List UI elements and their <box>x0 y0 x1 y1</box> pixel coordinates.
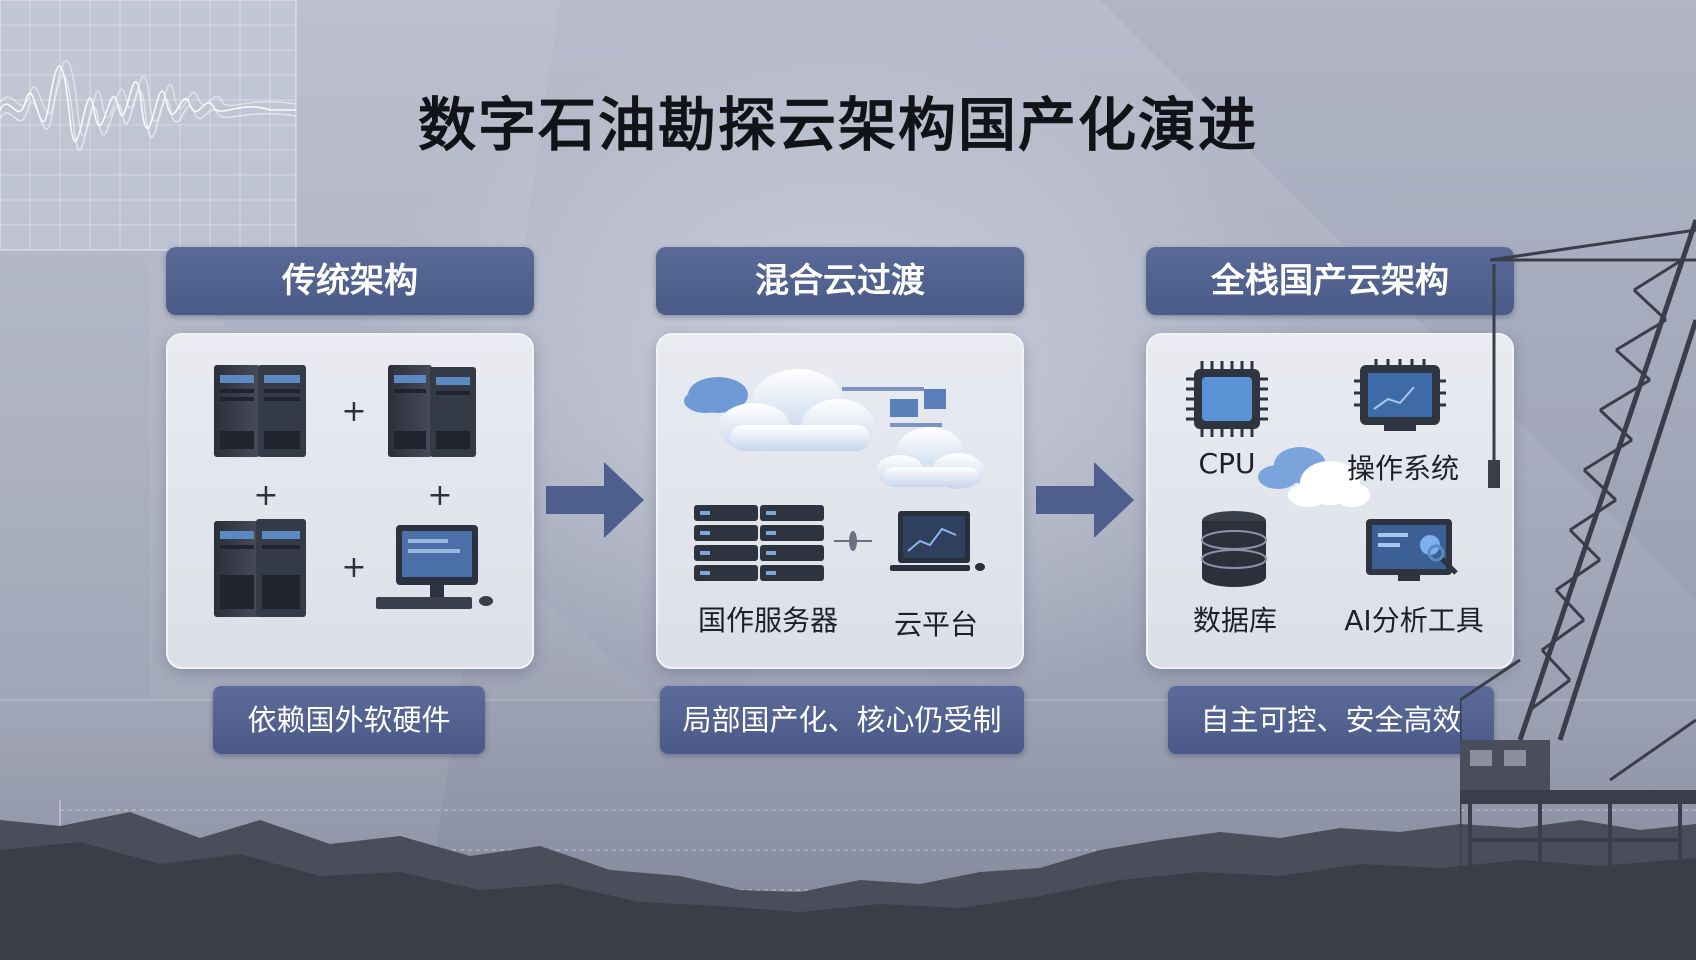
traditional-hardware-illustration: + + + + <box>214 365 493 617</box>
stage-panel-domestic-stack: CPU 操作系统 数据库 AI分析工具 <box>1146 333 1514 669</box>
stage-header-domestic-stack: 全栈国产云架构 <box>1146 247 1514 315</box>
server-platform-illustration <box>694 505 985 581</box>
ui-panel-icon <box>842 387 946 427</box>
cpu-chip-icon <box>1186 361 1268 437</box>
connector-icon <box>834 531 872 551</box>
stage-caption-hybrid: 局部国产化、核心仍受制 <box>660 686 1024 754</box>
desktop-computer-icon <box>376 525 493 609</box>
label-ai-tools: AI分析工具 <box>1344 604 1484 637</box>
cloud-icon <box>876 427 984 489</box>
stage-header-hybrid: 混合云过渡 <box>656 247 1024 315</box>
cloud-icon <box>684 377 748 413</box>
plus-sign: + <box>253 478 278 513</box>
stage-header-traditional: 传统架构 <box>166 247 534 315</box>
os-monitor-icon <box>1354 359 1446 431</box>
rack-server-icon <box>694 505 824 581</box>
stage-panel-hybrid: 国作服务器 云平台 <box>656 333 1024 669</box>
flow-arrow-icon <box>1036 462 1134 538</box>
server-tower-icon <box>388 365 476 457</box>
label-os: 操作系统 <box>1346 452 1459 485</box>
cloud-icon <box>718 369 874 451</box>
hybrid-cloud-illustration <box>684 369 984 489</box>
oil-crane-icon <box>1460 219 1696 880</box>
mountain-horizon-decoration <box>0 800 1696 960</box>
stage-panel-traditional: + + + + <box>166 333 534 669</box>
chart-monitor-icon <box>890 511 985 571</box>
ai-tool-icon <box>1366 519 1458 581</box>
label-cloud-platform: 云平台 <box>893 608 978 641</box>
label-database: 数据库 <box>1192 604 1277 637</box>
database-icon <box>1201 511 1267 587</box>
server-tower-icon <box>214 365 306 457</box>
plus-sign: + <box>427 478 452 513</box>
cloud-icon <box>1258 447 1370 507</box>
flow-arrow-icon <box>546 462 644 538</box>
seismic-chart-decoration <box>0 0 297 251</box>
page-title: 数字石油勘探云架构国产化演进 <box>417 91 1258 159</box>
label-cpu: CPU <box>1198 447 1256 480</box>
plus-sign: + <box>341 394 366 429</box>
stage-caption-traditional: 依赖国外软硬件 <box>213 686 485 754</box>
label-domestic-server: 国作服务器 <box>697 604 838 637</box>
domestic-stack-illustration <box>1186 359 1458 587</box>
stage-caption-domestic-stack: 自主可控、安全高效 <box>1168 686 1494 754</box>
plus-sign: + <box>341 550 366 585</box>
server-tower-icon <box>214 519 306 617</box>
